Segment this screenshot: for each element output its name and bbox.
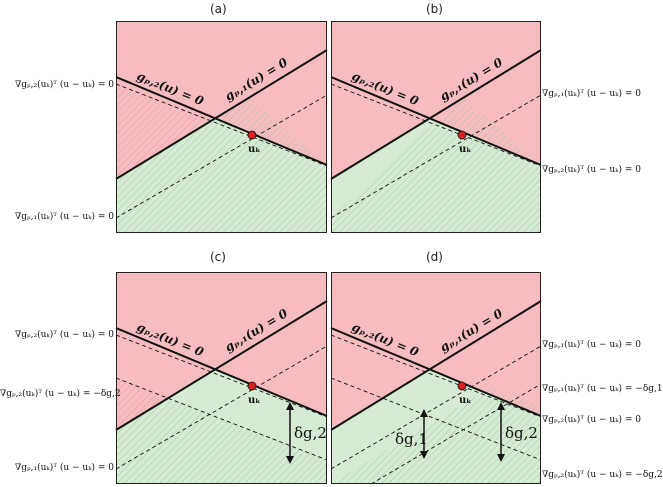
panel-d-plot: gₚ,₂(u) = 0 gₚ,₁(u) = 0 uₖ δg,1 δg,2 [330,272,542,485]
curve-g2 [330,76,542,166]
panel-b-label-bottom: ∇gₚ,₂(uₖ)ᵀ (u − uₖ) = 0 [542,165,642,175]
linearization-g2 [115,334,328,418]
linearization-g2-shifted [330,377,542,461]
linearization-g1-shifted [370,383,542,485]
panel-b-title: (b) [426,2,443,16]
curve-g1 [330,300,542,431]
curve-g1 [115,300,328,431]
linearization-g2-shifted [115,377,328,461]
linearization-g2 [330,334,542,418]
delta-arrow-head-bottom [286,456,294,464]
panel-d-title: (d) [426,250,443,264]
curve-g1 [330,49,542,180]
panel-d-label-2: ∇gₚ,₁(uₖ)ᵀ (u − uₖ) = −δg,1 [542,384,663,394]
delta1-arrow-head-bottom [420,451,428,459]
hatched-infeasible-region [116,379,166,430]
point-uk-label: uₖ [248,144,261,155]
linearization-g1 [115,94,328,219]
point-uk-label: uₖ [459,144,472,155]
panel-d-label-1: ∇gₚ,₁(uₖ)ᵀ (u − uₖ) = 0 [542,340,642,350]
panel-a-plot: gₚ,₂(u) = 0 gₚ,₁(u) = 0 uₖ [115,21,328,233]
delta-label: δg,2 [294,424,327,442]
linearization-g1 [330,94,542,219]
panel-c-label-bottom: ∇gₚ,₁(uₖ)ᵀ (u − uₖ) = 0 [14,463,114,473]
panel-c-label-mid: ∇gₚ,₂(uₖ)ᵀ (u − uₖ) = −δg,2 [0,389,121,399]
point-uk [457,130,467,140]
point-uk-label: uₖ [248,395,261,406]
delta-arrow-head-top [286,402,294,410]
panel-c-title: (c) [210,250,226,264]
hatched-feasible-region [331,97,541,233]
curve-g2 [115,327,328,417]
panel-d-label-3: ∇gₚ,₂(uₖ)ᵀ (u − uₖ) = 0 [542,415,642,425]
delta2-label: δg,2 [505,424,538,442]
panel-a-label-top: ∇gₚ,₂(uₖ)ᵀ (u − uₖ) = 0 [14,80,114,90]
linearization-g2 [115,83,328,167]
hatched-feasible-region [116,97,327,233]
panel-d-label-4: ∇gₚ,₂(uₖ)ᵀ (u − uₖ) = −δg,2 [542,470,663,480]
delta2-arrow-head-top [497,402,505,410]
curve-g1 [115,49,328,180]
hatched-feasible-region [331,387,541,484]
panel-a-title: (a) [210,2,227,16]
panel-b-label-top: ∇gₚ,₁(uₖ)ᵀ (u − uₖ) = 0 [542,89,642,99]
linearization-g1 [330,345,542,470]
point-uk [247,130,257,140]
delta1-label: δg,1 [395,430,428,448]
point-uk-label: uₖ [459,395,472,406]
hatched-feasible-region [116,399,327,484]
curve-g2 [115,76,328,166]
panel-c-plot: gₚ,₂(u) = 0 gₚ,₁(u) = 0 uₖ δg,2 [115,272,328,484]
panel-b-plot: gₚ,₂(u) = 0 gₚ,₁(u) = 0 uₖ [330,21,542,233]
panel-a-label-bottom: ∇gₚ,₁(uₖ)ᵀ (u − uₖ) = 0 [14,212,114,222]
point-uk [457,381,467,391]
hatched-infeasible-region [116,85,213,179]
delta2-arrow-head-bottom [497,454,505,462]
curve-g2 [330,327,542,417]
point-uk [247,381,257,391]
delta1-arrow-head-top [420,409,428,417]
panel-c-label-top: ∇gₚ,₂(uₖ)ᵀ (u − uₖ) = 0 [14,330,114,340]
linearization-g1 [115,345,328,470]
linearization-g2 [330,83,542,167]
